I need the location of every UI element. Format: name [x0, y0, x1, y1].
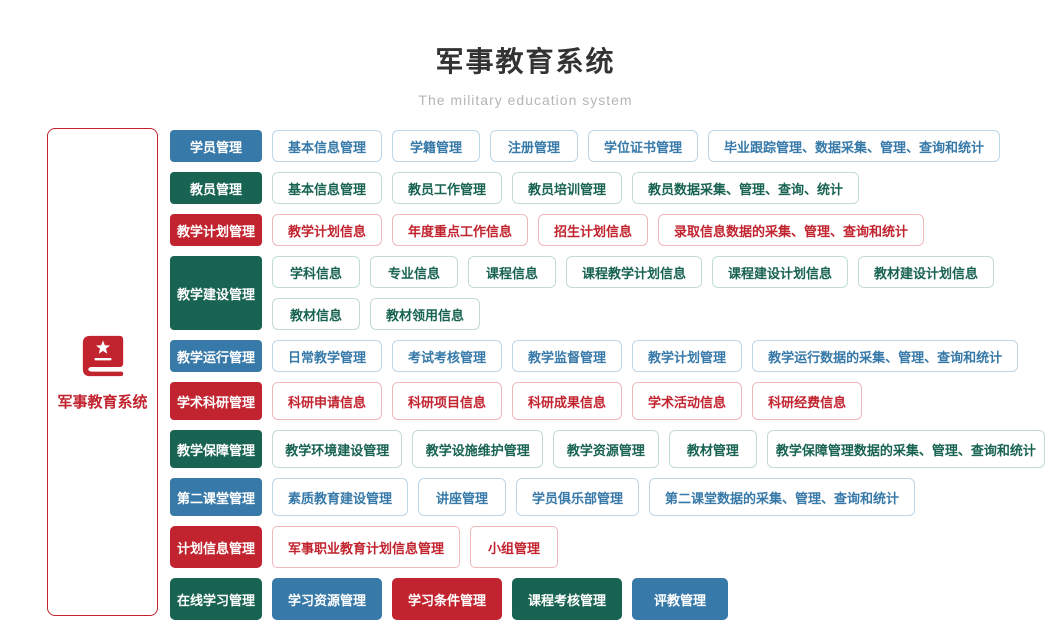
- module-row-teaching-construction: 教学建设管理 学科信息 专业信息 课程信息 课程教学计划信息 课程建设计划信息 …: [170, 256, 1045, 330]
- module-row-teaching-support: 教学保障管理 教学环境建设管理 教学设施维护管理 教学资源管理 教材管理 教学保…: [170, 430, 1045, 468]
- sub-item-button[interactable]: 教学计划信息: [272, 214, 383, 246]
- sub-item-button[interactable]: 教学资源管理: [552, 430, 659, 468]
- sub-item-button[interactable]: 素质教育建设管理: [272, 478, 409, 516]
- sub-item-button[interactable]: 学员俱乐部管理: [516, 478, 640, 516]
- category-button[interactable]: 教学计划管理: [170, 214, 262, 246]
- sub-item-button[interactable]: 课程信息: [468, 256, 556, 288]
- sub-item-button[interactable]: 评教管理: [632, 578, 729, 620]
- sub-item-button[interactable]: 教材建设计划信息: [858, 256, 995, 288]
- sub-item-button[interactable]: 专业信息: [370, 256, 458, 288]
- sub-item-button[interactable]: 科研申请信息: [272, 382, 383, 420]
- module-grid: 学员管理 基本信息管理 学籍管理 注册管理 学位证书管理 毕业跟踪管理、数据采集…: [170, 130, 1045, 630]
- module-row-plan-information: 计划信息管理 军事职业教育计划信息管理 小组管理: [170, 526, 1045, 568]
- module-row-teaching-operation: 教学运行管理 日常教学管理 考试考核管理 教学监督管理 教学计划管理 教学运行数…: [170, 340, 1045, 372]
- category-button[interactable]: 教员管理: [170, 172, 262, 204]
- sub-item-line: 学科信息 专业信息 课程信息 课程教学计划信息 课程建设计划信息 教材建设计划信…: [272, 256, 995, 288]
- module-row-teacher-management: 教员管理 基本信息管理 教员工作管理 教员培训管理 教员数据采集、管理、查询、统…: [170, 172, 1045, 204]
- sub-item-button[interactable]: 注册管理: [490, 130, 579, 162]
- sub-item-button[interactable]: 年度重点工作信息: [392, 214, 529, 246]
- category-button[interactable]: 教学运行管理: [170, 340, 262, 372]
- sub-item-button[interactable]: 科研成果信息: [512, 382, 623, 420]
- sub-item-button[interactable]: 教员数据采集、管理、查询、统计: [632, 172, 860, 204]
- sub-item-button[interactable]: 教材信息: [272, 298, 360, 330]
- sub-item-button[interactable]: 教学环境建设管理: [272, 430, 403, 468]
- system-root-label: 军事教育系统: [57, 393, 148, 411]
- sub-item-button[interactable]: 教材管理: [668, 430, 757, 468]
- sub-item-button[interactable]: 科研项目信息: [392, 382, 503, 420]
- sub-item-button[interactable]: 科研经费信息: [752, 382, 863, 420]
- sub-item-button[interactable]: 军事职业教育计划信息管理: [272, 526, 461, 568]
- module-row-student-management: 学员管理 基本信息管理 学籍管理 注册管理 学位证书管理 毕业跟踪管理、数据采集…: [170, 130, 1045, 162]
- book-star-icon: [81, 333, 125, 379]
- sub-item-button[interactable]: 毕业跟踪管理、数据采集、管理、查询和统计: [708, 130, 1001, 162]
- sub-item-button[interactable]: 课程建设计划信息: [712, 256, 849, 288]
- category-button[interactable]: 计划信息管理: [170, 526, 262, 568]
- sub-item-button[interactable]: 招生计划信息: [538, 214, 649, 246]
- sub-item-button[interactable]: 教学监督管理: [512, 340, 623, 372]
- module-row-second-classroom: 第二课堂管理 素质教育建设管理 讲座管理 学员俱乐部管理 第二课堂数据的采集、管…: [170, 478, 1045, 516]
- sub-item-button[interactable]: 学科信息: [272, 256, 360, 288]
- sub-item-button[interactable]: 教学计划管理: [632, 340, 743, 372]
- sub-item-button[interactable]: 第二课堂数据的采集、管理、查询和统计: [649, 478, 916, 516]
- sub-item-button[interactable]: 基本信息管理: [272, 172, 383, 204]
- sub-item-button[interactable]: 教员培训管理: [512, 172, 623, 204]
- category-button[interactable]: 在线学习管理: [170, 578, 262, 620]
- sub-item-button[interactable]: 课程考核管理: [512, 578, 623, 620]
- category-button[interactable]: 教学建设管理: [170, 256, 262, 330]
- sub-item-button[interactable]: 日常教学管理: [272, 340, 383, 372]
- sub-item-button[interactable]: 小组管理: [470, 526, 559, 568]
- page-header: 军事教育系统 The military education system: [0, 40, 1051, 108]
- system-root-panel: 军事教育系统: [47, 128, 158, 616]
- sub-item-button[interactable]: 学习条件管理: [392, 578, 503, 620]
- sub-item-button[interactable]: 学位证书管理: [588, 130, 699, 162]
- sub-item-button[interactable]: 教学运行数据的采集、管理、查询和统计: [752, 340, 1019, 372]
- category-button[interactable]: 学术科研管理: [170, 382, 262, 420]
- category-button[interactable]: 第二课堂管理: [170, 478, 262, 516]
- module-row-teaching-plan: 教学计划管理 教学计划信息 年度重点工作信息 招生计划信息 录取信息数据的采集、…: [170, 214, 1045, 246]
- sub-item-button[interactable]: 考试考核管理: [392, 340, 503, 372]
- sub-item-button[interactable]: 讲座管理: [418, 478, 507, 516]
- sub-item-button[interactable]: 课程教学计划信息: [566, 256, 703, 288]
- sub-item-button[interactable]: 学籍管理: [392, 130, 481, 162]
- sub-item-button[interactable]: 基本信息管理: [272, 130, 383, 162]
- category-button[interactable]: 教学保障管理: [170, 430, 262, 468]
- page-title: 军事教育系统: [435, 46, 616, 77]
- sub-item-button[interactable]: 教学保障管理数据的采集、管理、查询和统计: [766, 430, 1045, 468]
- sub-item-line: 教材信息 教材领用信息: [272, 298, 994, 330]
- sub-item-button[interactable]: 教员工作管理: [392, 172, 503, 204]
- sub-item-button[interactable]: 教材领用信息: [370, 298, 481, 330]
- sub-item-button[interactable]: 学术活动信息: [632, 382, 743, 420]
- module-row-academic-research: 学术科研管理 科研申请信息 科研项目信息 科研成果信息 学术活动信息 科研经费信…: [170, 382, 1045, 420]
- sub-item-button[interactable]: 学习资源管理: [272, 578, 383, 620]
- module-row-online-learning: 在线学习管理 学习资源管理 学习条件管理 课程考核管理 评教管理: [170, 578, 1045, 620]
- page-subtitle: The military education system: [418, 92, 633, 108]
- sub-item-button[interactable]: 教学设施维护管理: [412, 430, 543, 468]
- category-button[interactable]: 学员管理: [170, 130, 262, 162]
- sub-item-lines: 学科信息 专业信息 课程信息 课程教学计划信息 课程建设计划信息 教材建设计划信…: [272, 256, 995, 330]
- sub-item-button[interactable]: 录取信息数据的采集、管理、查询和统计: [658, 214, 925, 246]
